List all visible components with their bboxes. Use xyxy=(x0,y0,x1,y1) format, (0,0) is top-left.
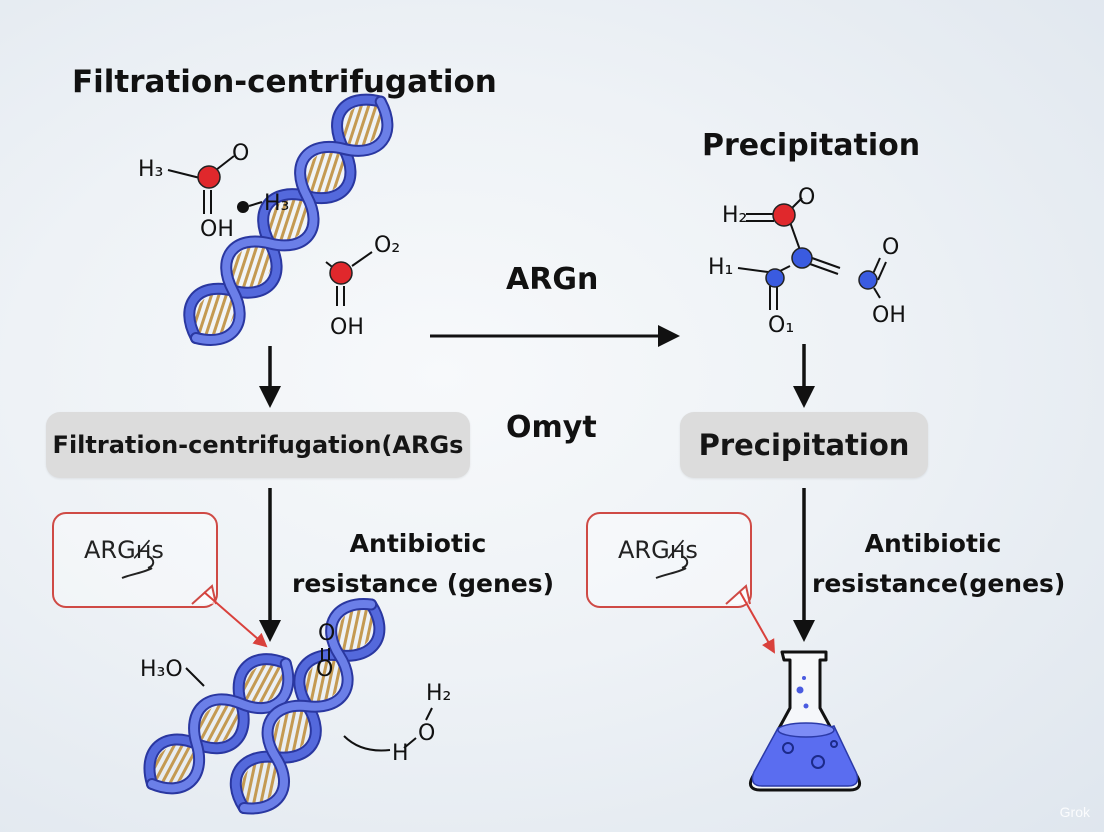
left-process-box-label: Filtration-centrifugation(ARGs xyxy=(52,431,464,459)
watermark: Grok xyxy=(1059,804,1090,820)
atom-label: OH xyxy=(330,315,364,340)
atom-label: O₂ xyxy=(374,233,400,258)
left-callout-decoration xyxy=(121,555,268,648)
atom-label: O₁ xyxy=(768,313,794,338)
left-description: Antibiotic resistance (genes) xyxy=(292,524,555,604)
atom-label: H₁ xyxy=(708,255,733,280)
right-callout: ARGʜ̸s xyxy=(586,512,752,608)
right-title: Precipitation xyxy=(702,128,921,163)
atom-label: H₃O xyxy=(140,657,183,682)
atom-label: O xyxy=(882,235,899,260)
atom-label: O xyxy=(316,657,333,682)
right-description-line2: resistance(genes) xyxy=(812,569,1066,598)
right-process-box-label: Precipitation xyxy=(698,428,910,462)
dna-rungs xyxy=(193,101,384,338)
right-description-line1: Antibiotic xyxy=(864,529,1002,558)
right-callout-label: ARGʜ̸s xyxy=(618,536,698,564)
left-title: Filtration-centrifugation xyxy=(72,64,497,100)
atom-label: O xyxy=(318,621,335,646)
atom-label: H₃ xyxy=(264,191,289,216)
left-description-line2: resistance (genes) xyxy=(292,569,555,598)
arrow-label: ARGn xyxy=(506,262,599,297)
molecule-bottom-left: H₃O O O H₂ O H xyxy=(140,621,451,766)
atom-label: OH xyxy=(200,217,234,242)
molecule-top-right: H₂ O H₁ O₁ O OH xyxy=(708,185,906,338)
atom-label: OH xyxy=(872,303,906,328)
right-description: Antibiotic resistance(genes) xyxy=(812,524,1066,604)
right-callout-decoration xyxy=(655,555,775,654)
atom-label: O xyxy=(232,141,249,166)
middle-label: Omyt xyxy=(506,410,597,445)
molecule-top-left: H₃ O OH H₃ O₂ OH xyxy=(138,141,400,340)
left-description-line1: Antibiotic xyxy=(349,529,487,558)
flask-icon xyxy=(748,650,862,792)
dna-helix-bottom-2 xyxy=(229,598,386,815)
left-callout: ARGʜ̸s xyxy=(52,512,218,608)
atom-label: H₂ xyxy=(426,681,451,706)
atom-label: H₃ xyxy=(138,157,163,182)
right-process-box: Precipitation xyxy=(680,412,928,478)
atom-label: H₂ xyxy=(722,203,747,228)
left-process-box: Filtration-centrifugation(ARGs xyxy=(46,412,470,478)
atom-label: O xyxy=(418,721,435,746)
atom-label: H xyxy=(392,741,409,766)
dna-helix-bottom-1 xyxy=(143,653,295,795)
left-callout-label: ARGʜ̸s xyxy=(84,536,164,564)
atom-label: O xyxy=(798,185,815,210)
dna-helix-top xyxy=(183,93,394,346)
